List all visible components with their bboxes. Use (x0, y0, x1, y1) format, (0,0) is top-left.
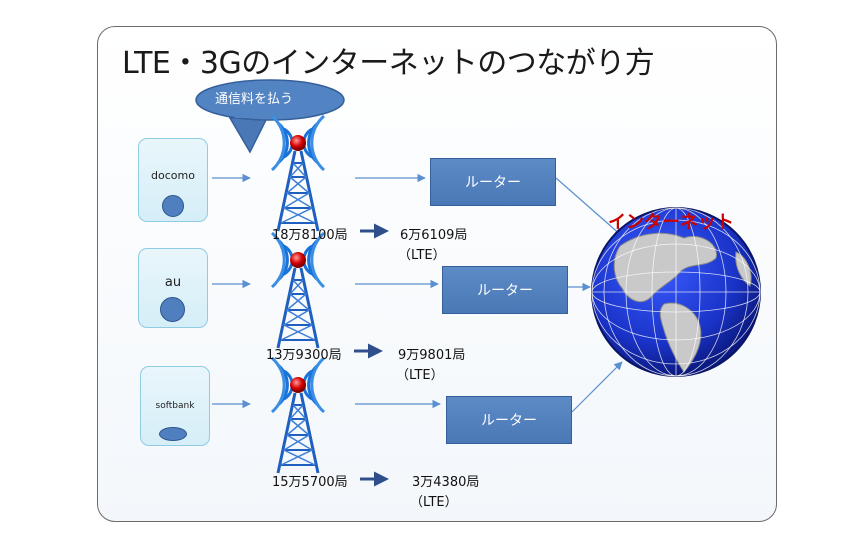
stations-lte-au: 9万9801局 (398, 348, 466, 363)
lte-note-softbank: （LTE） (410, 495, 458, 510)
carrier-name: docomo (151, 169, 195, 182)
lte-note-au: （LTE） (396, 368, 444, 383)
arrow (555, 177, 623, 237)
router-au: ルーター (442, 266, 568, 314)
phone-softbank: softbank (140, 366, 210, 446)
carrier-name: softbank (155, 401, 195, 411)
diagram-title: LTE・3Gのインターネットのつながり方 (122, 46, 655, 81)
router-softbank: ルーター (446, 396, 572, 444)
phone-button (159, 427, 187, 441)
stations-3g-docomo: 18万8100局 (272, 228, 348, 243)
globe-icon (591, 207, 761, 377)
arrow (571, 361, 623, 413)
carrier-name: au (164, 275, 182, 290)
cell-tower-icon (270, 114, 326, 233)
callout-bubble (195, 79, 345, 154)
phone-button (160, 297, 185, 322)
cell-tower-icon (270, 356, 326, 475)
router-docomo: ルーター (430, 158, 556, 206)
stations-lte-softbank: 3万4380局 (412, 475, 480, 490)
internet-label: インターネット (608, 212, 734, 233)
stations-lte-docomo: 6万6109局 (400, 228, 468, 243)
phone-button (162, 195, 184, 217)
lte-note-docomo: （LTE） (398, 248, 446, 263)
stations-3g-au: 13万9300局 (266, 348, 342, 363)
callout-text: 通信料を払う (215, 92, 294, 107)
cell-tower-icon (270, 231, 326, 350)
stations-3g-softbank: 15万5700局 (272, 475, 348, 490)
phone-au: au (138, 248, 208, 328)
phone-docomo: docomo (138, 138, 208, 222)
